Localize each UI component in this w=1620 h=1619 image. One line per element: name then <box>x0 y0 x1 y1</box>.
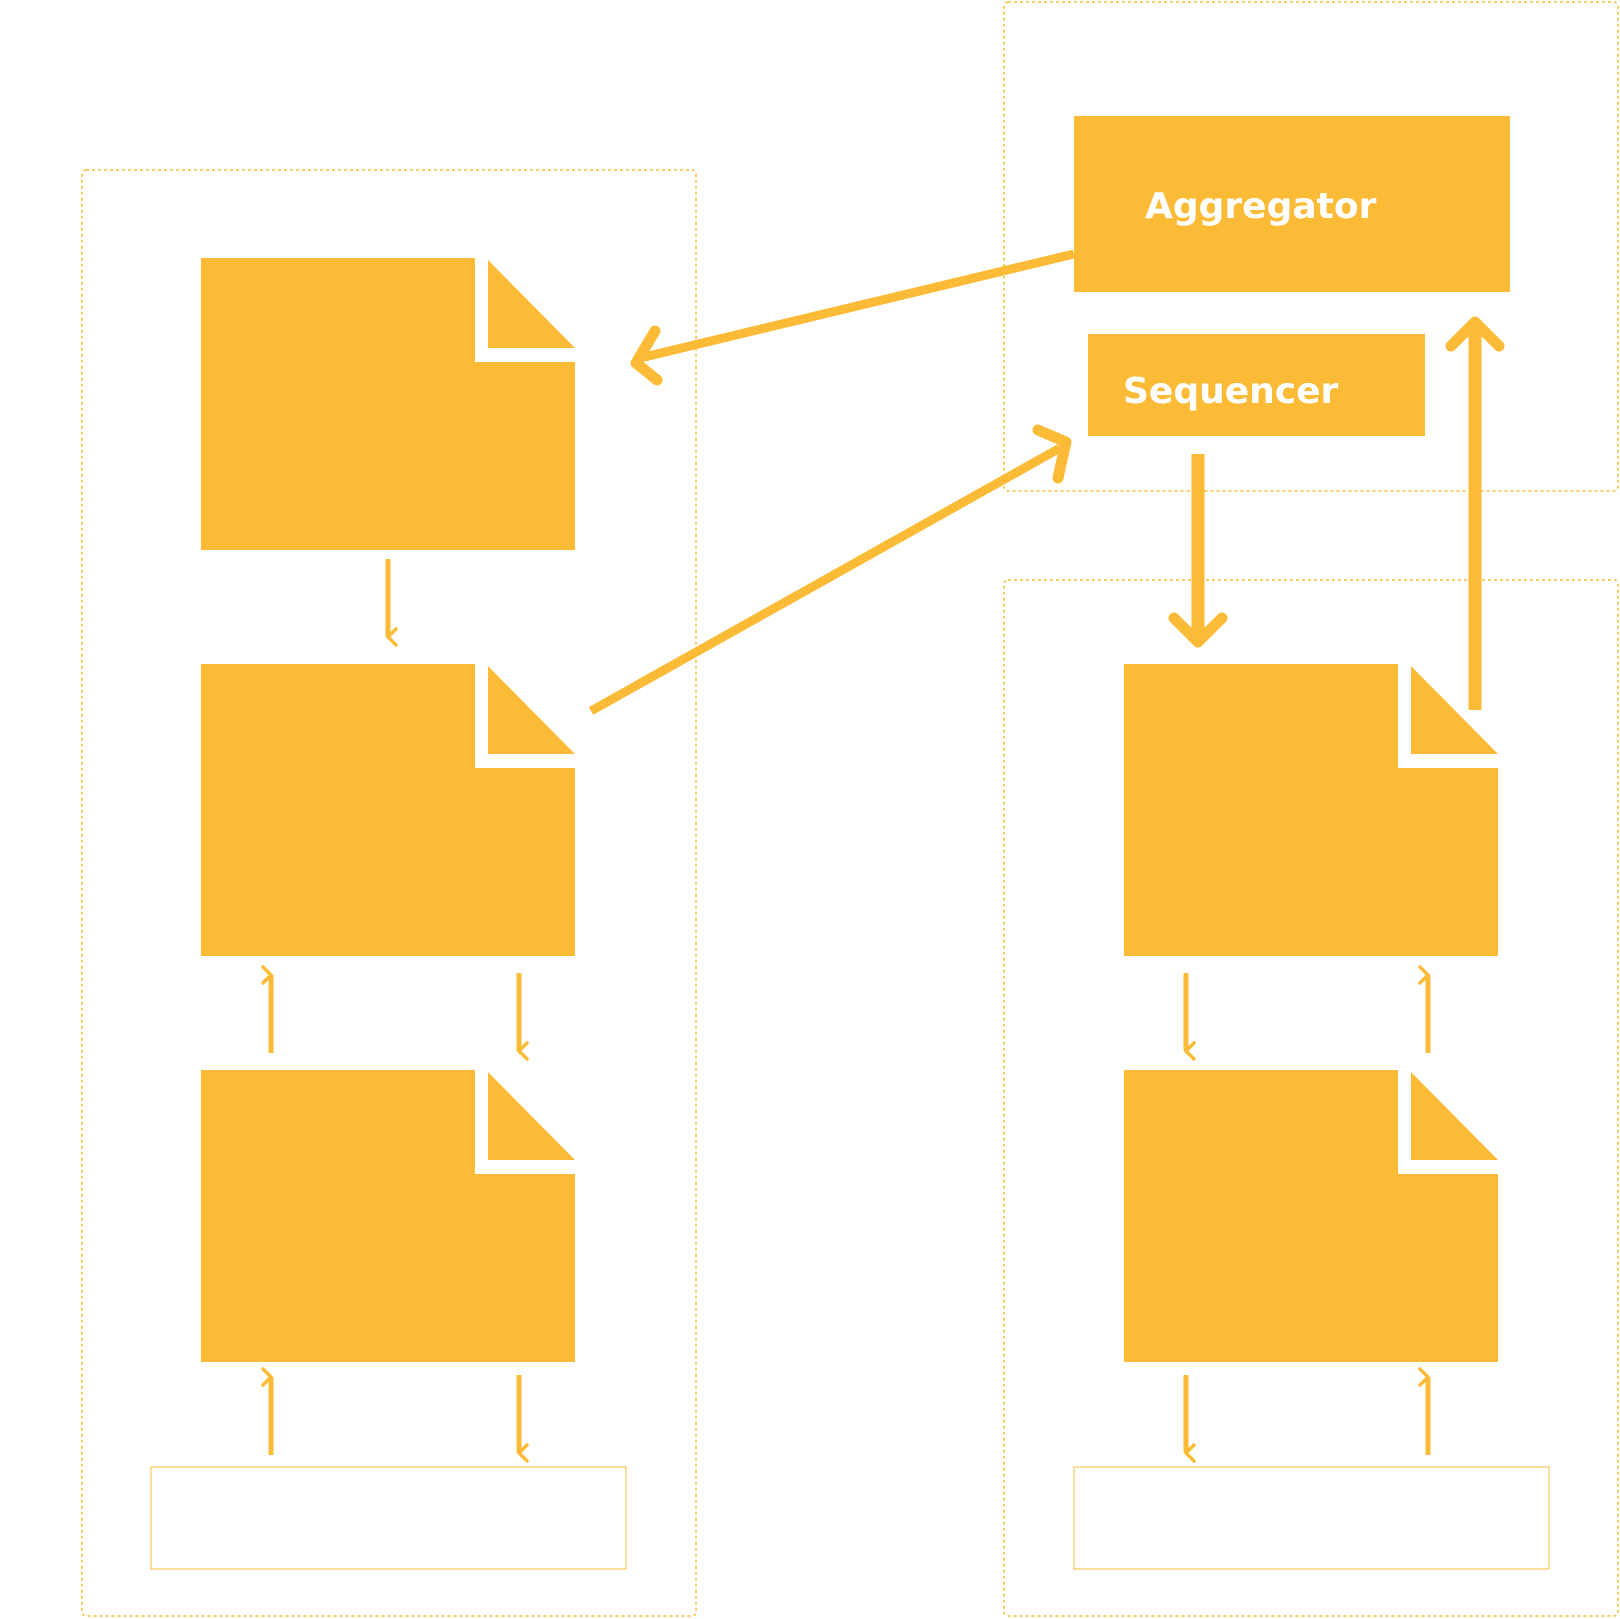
top-right-group-container <box>1003 1 1619 492</box>
bottom-right-group-container <box>1003 579 1619 1617</box>
arrow-sequencer-to-right-doc <box>1168 454 1228 648</box>
document-icon-right-top <box>1124 664 1498 956</box>
document-icon-right-bottom <box>1124 1070 1498 1362</box>
sequencer-box <box>1088 334 1425 436</box>
aggregator-label: Aggregator <box>1145 186 1377 227</box>
sequencer-label: Sequencer <box>1123 371 1339 412</box>
left-bottom-empty-box <box>150 1466 627 1570</box>
aggregator-box <box>1074 116 1510 292</box>
arrow-aggregator-to-left-doc <box>630 249 1076 386</box>
document-icon-left-middle <box>201 664 575 956</box>
document-icon-left-bottom <box>201 1070 575 1362</box>
arrow-left-doc-to-sequencer <box>588 424 1072 715</box>
arrow-right-doc-to-aggregator <box>1445 316 1505 710</box>
left-group-container <box>81 169 697 1617</box>
document-icon-left-top <box>201 258 575 550</box>
right-bottom-empty-box <box>1073 1466 1550 1570</box>
